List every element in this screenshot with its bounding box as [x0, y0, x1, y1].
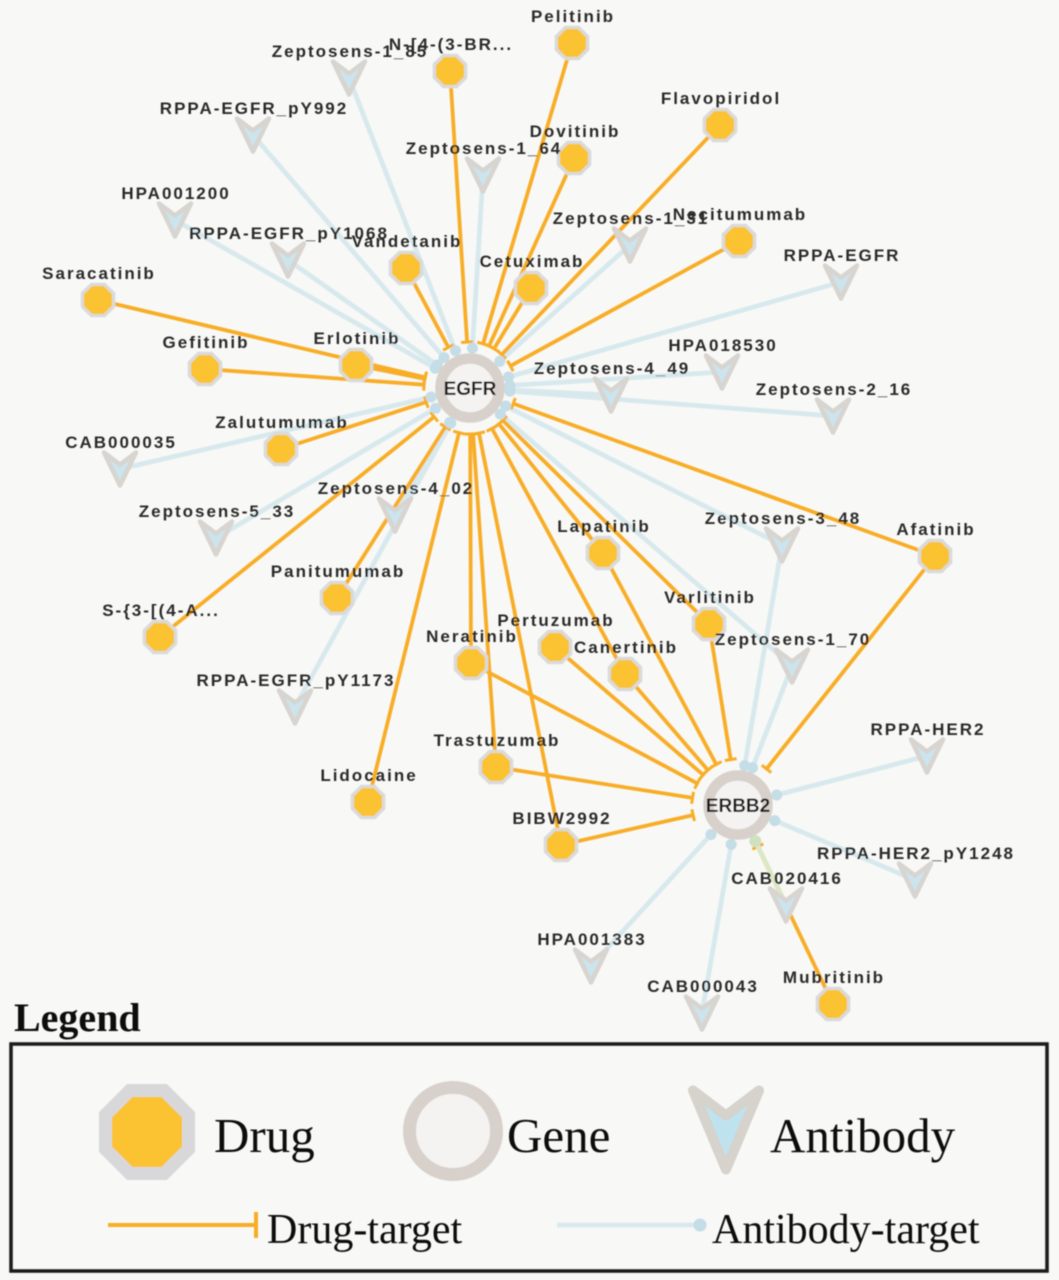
svg-text:CAB020416: CAB020416: [731, 869, 843, 888]
svg-text:Canertinib: Canertinib: [574, 638, 678, 657]
svg-text:Legend: Legend: [14, 995, 141, 1040]
svg-text:Zeptosens-1_85: Zeptosens-1_85: [272, 42, 429, 61]
svg-text:Zeptosens-2_16: Zeptosens-2_16: [756, 380, 913, 399]
svg-text:Antibody-target: Antibody-target: [712, 1207, 980, 1253]
svg-text:Zalutumumab: Zalutumumab: [215, 413, 348, 432]
svg-text:RPPA-EGFR: RPPA-EGFR: [784, 246, 901, 265]
svg-text:HPA018530: HPA018530: [668, 336, 777, 355]
svg-text:ERBB2: ERBB2: [706, 796, 770, 817]
svg-text:Dovitinib: Dovitinib: [530, 122, 621, 141]
svg-text:Erlotinib: Erlotinib: [314, 329, 401, 348]
svg-text:Zeptosens-4_02: Zeptosens-4_02: [318, 479, 475, 498]
svg-text:Pelitinib: Pelitinib: [531, 7, 615, 26]
svg-text:Necitumumab: Necitumumab: [673, 205, 807, 224]
svg-text:Saracatinib: Saracatinib: [42, 264, 156, 283]
svg-text:S-{3-[(4-A...: S-{3-[(4-A...: [102, 601, 220, 620]
svg-text:Drug-target: Drug-target: [267, 1207, 462, 1253]
svg-text:Varlitinib: Varlitinib: [664, 588, 756, 607]
svg-text:RPPA-EGFR_pY992: RPPA-EGFR_pY992: [160, 99, 348, 118]
svg-text:Trastuzumab: Trastuzumab: [434, 731, 561, 750]
svg-text:Zeptosens-4_49: Zeptosens-4_49: [534, 359, 691, 378]
svg-text:Zeptosens-1_31: Zeptosens-1_31: [553, 209, 710, 228]
svg-text:Panitumumab: Panitumumab: [271, 562, 405, 581]
svg-text:Drug: Drug: [214, 1108, 315, 1163]
svg-text:Cetuximab: Cetuximab: [480, 252, 585, 271]
svg-text:HPA001200: HPA001200: [121, 184, 230, 203]
svg-text:Mubritinib: Mubritinib: [783, 968, 885, 987]
svg-text:RPPA-HER2: RPPA-HER2: [871, 720, 986, 739]
svg-text:Zeptosens-3_48: Zeptosens-3_48: [705, 509, 862, 528]
svg-text:Flavopiridol: Flavopiridol: [661, 89, 781, 108]
svg-text:HPA001383: HPA001383: [537, 930, 646, 949]
svg-text:RPPA-EGFR_pY1068: RPPA-EGFR_pY1068: [189, 224, 389, 243]
svg-text:EGFR: EGFR: [444, 379, 497, 400]
svg-text:CAB000035: CAB000035: [65, 433, 177, 452]
svg-text:Lapatinib: Lapatinib: [557, 517, 651, 536]
svg-text:CAB000043: CAB000043: [647, 977, 759, 996]
svg-text:Zeptosens-1_64: Zeptosens-1_64: [406, 139, 563, 158]
svg-text:Vandetanib: Vandetanib: [352, 232, 463, 251]
svg-text:Zeptosens-1_70: Zeptosens-1_70: [715, 630, 872, 649]
svg-text:Gefitinib: Gefitinib: [163, 333, 250, 352]
svg-text:Gene: Gene: [507, 1108, 610, 1163]
svg-text:BIBW2992: BIBW2992: [512, 809, 611, 828]
svg-text:Afatinib: Afatinib: [896, 520, 975, 539]
svg-text:Antibody: Antibody: [770, 1108, 956, 1163]
svg-text:Zeptosens-5_33: Zeptosens-5_33: [139, 502, 296, 521]
svg-text:Lidocaine: Lidocaine: [320, 766, 417, 785]
svg-text:RPPA-EGFR_pY1173: RPPA-EGFR_pY1173: [197, 671, 396, 690]
svg-text:RPPA-HER2_pY1248: RPPA-HER2_pY1248: [817, 844, 1015, 863]
svg-text:Pertuzumab: Pertuzumab: [497, 611, 614, 630]
svg-text:N-[4-(3-BR...: N-[4-(3-BR...: [389, 35, 513, 54]
svg-text:Neratinib: Neratinib: [426, 627, 518, 646]
